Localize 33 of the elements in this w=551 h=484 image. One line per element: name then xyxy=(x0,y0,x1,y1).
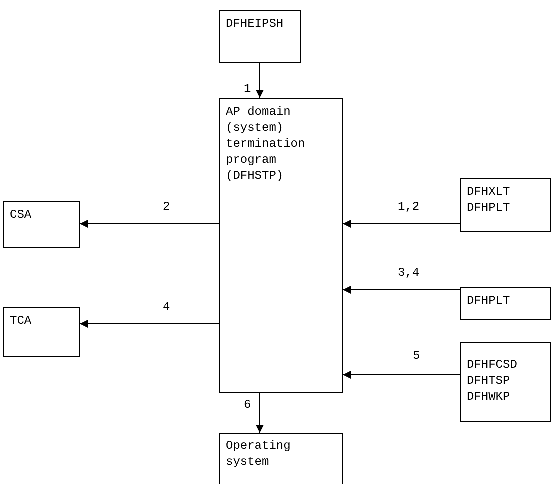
node-text: DFHEIPSH xyxy=(226,16,285,32)
arrow xyxy=(256,392,264,434)
process-box xyxy=(3,201,80,248)
arrow xyxy=(256,62,264,98)
node-text: TCA xyxy=(10,313,33,329)
arrow xyxy=(342,371,460,379)
node-text: DFHPLT xyxy=(467,200,512,216)
process-box xyxy=(219,433,343,484)
process-box xyxy=(3,307,80,357)
edge-label: 1,2 xyxy=(398,200,420,214)
process-box xyxy=(219,98,343,393)
node-text: AP domain (system) termination program (DFHSTP) xyxy=(226,104,306,184)
node-text: DFHTSP xyxy=(467,373,512,389)
node-text: DFHFCSD xyxy=(467,357,518,373)
node-text: DFHXLT xyxy=(467,184,512,200)
arrow xyxy=(80,320,220,328)
node-text: DFHWKP xyxy=(467,389,512,405)
process-box xyxy=(460,287,551,320)
arrow xyxy=(80,220,220,228)
process-box xyxy=(219,10,301,63)
arrow xyxy=(342,220,460,228)
process-box xyxy=(460,342,551,422)
process-box xyxy=(460,178,551,232)
node-text: CSA xyxy=(10,207,33,223)
arrow xyxy=(342,286,460,294)
edge-label: 2 xyxy=(163,200,170,214)
edge-label: 6 xyxy=(244,398,252,412)
node-text: Operating system xyxy=(226,438,292,470)
node-text: DFHPLT xyxy=(467,293,512,309)
edge-label: 5 xyxy=(413,349,420,363)
edge-label: 3,4 xyxy=(398,266,420,280)
edge-label: 4 xyxy=(163,300,170,314)
edge-label: 1 xyxy=(244,82,252,96)
